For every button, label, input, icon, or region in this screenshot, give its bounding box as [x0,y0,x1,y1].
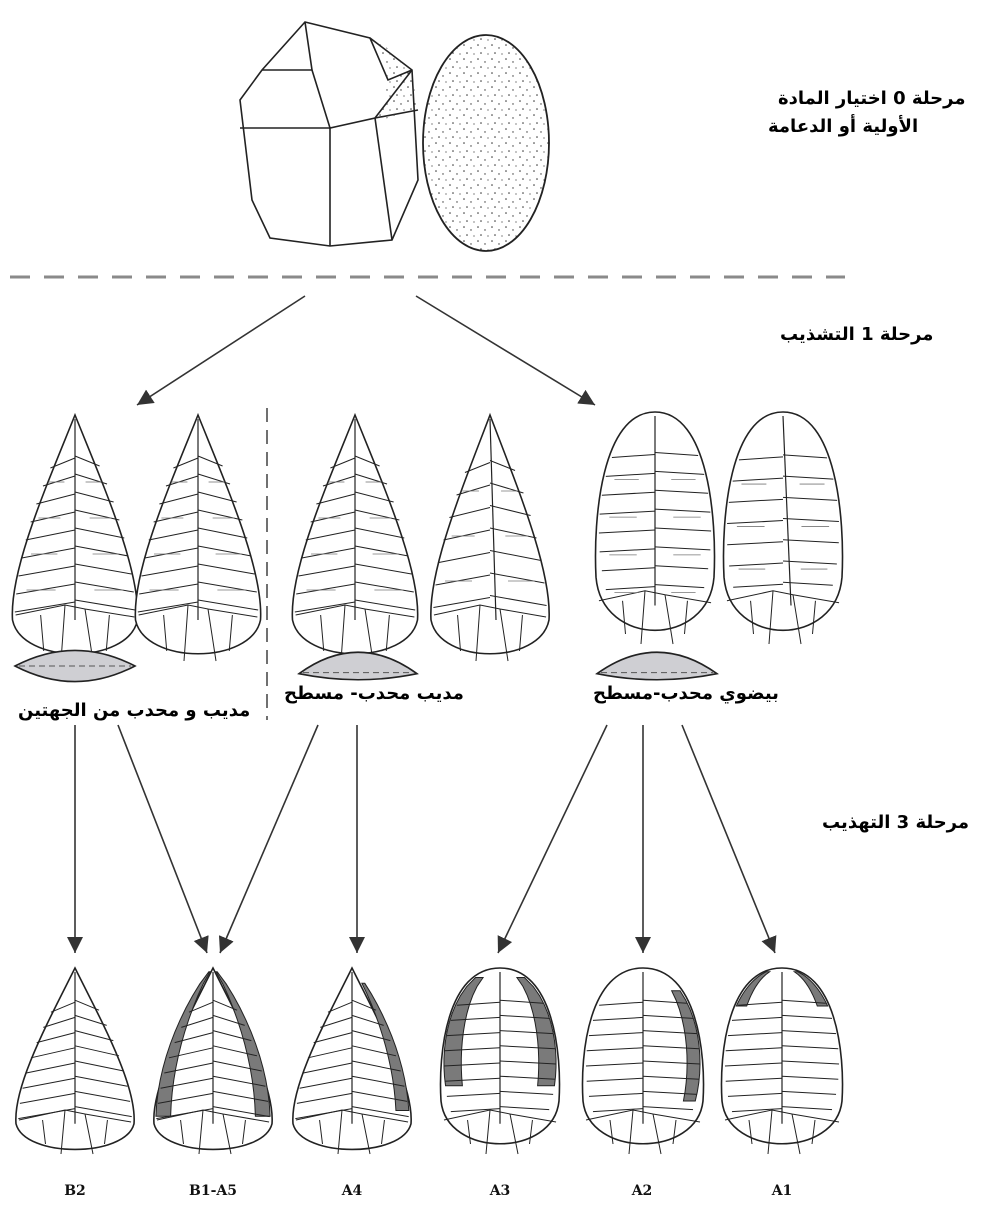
type-label-a3: A3 [490,1183,511,1199]
stage1-tool-biconvex-b [135,415,260,661]
stage1-tool-plano-oval-a [595,412,714,644]
tool-a1 [721,968,842,1154]
stage1-label: مرحلة 1 التشذيب [780,324,933,345]
group-label-plano-oval: بيضوي محدب-مسطح [593,683,779,704]
arrow-oval-to-a1 [682,725,775,953]
stage0-label-line1: مرحلة 0 اختيار المادة [778,88,966,109]
section-plano-oval [597,652,717,680]
arrow-pointed-to-b1a5 [220,725,318,953]
stage0-label-line2: الأولية أو الدعامة [768,116,918,137]
group-label-biconvex: مديب و محدب من الجهتين [18,700,250,721]
arrow-oval-to-a3 [498,725,607,953]
type-label-a4: A4 [342,1183,363,1199]
section-plano-pointed [299,652,417,680]
raw-pebble [423,35,549,251]
section-biconvex [15,650,135,681]
group-label-plano-pointed: مديب محدب- مسطح [284,683,464,704]
tool-a4 [293,968,411,1154]
stage1-tool-plano-oval-b [723,412,842,644]
stage1-tool-plano-pointed-b [431,415,549,661]
type-label-a2: A2 [632,1183,653,1199]
stage3-label: مرحلة 3 التهذيب [822,812,969,833]
arrow-biconvex-to-b1a5 [118,725,207,953]
tool-a3 [440,968,559,1154]
tool-a2 [582,968,703,1154]
type-label-a1: A1 [772,1183,793,1199]
type-label-b2: B2 [64,1183,86,1199]
stage1-tool-plano-pointed-a [292,415,417,661]
type-label-b1-a5: B1-A5 [189,1183,237,1199]
tool-b1-a5 [154,968,272,1154]
tool-b2 [16,968,134,1154]
stage1-tool-biconvex-a [12,415,137,661]
raw-block [240,22,418,246]
stage1-arrows [137,296,595,405]
